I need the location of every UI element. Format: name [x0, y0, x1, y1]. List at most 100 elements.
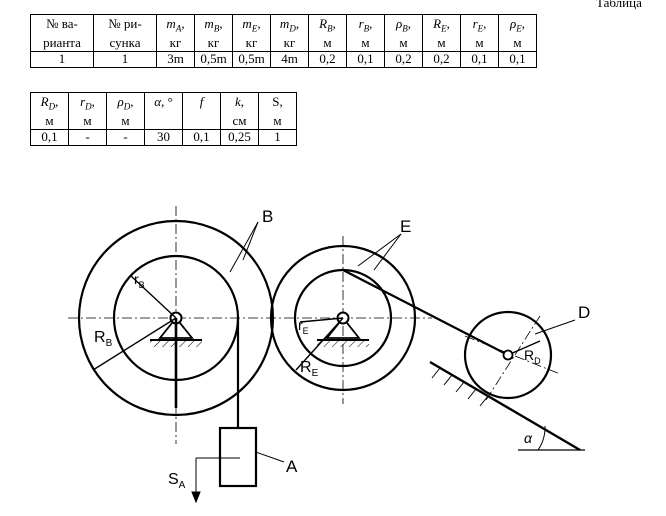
table1-header-cell: mA,: [156, 14, 195, 36]
table1-header-cell: RE,: [422, 14, 461, 36]
header-tail: ,: [130, 94, 134, 109]
label-Rd: RD: [524, 347, 541, 366]
table1-header-cell: № ва-: [30, 14, 94, 36]
table1-value-cell: 0,2: [422, 51, 461, 68]
body-a: [218, 426, 258, 488]
label-Rb: RB: [94, 329, 113, 349]
leader-d: [534, 319, 576, 335]
header-tail: ,: [55, 94, 59, 109]
label-sub: E: [312, 368, 319, 379]
header-symbol: f: [199, 94, 204, 109]
header-text: № ва-: [46, 16, 78, 31]
radius-Rd-line: [507, 340, 541, 356]
leader-b: [242, 221, 259, 261]
leader-e: [357, 233, 402, 267]
displacement-s: [191, 457, 240, 504]
header-tail: ,: [446, 16, 450, 31]
label-sub: E: [303, 326, 309, 336]
header-symbol: R: [433, 16, 442, 31]
incline-line: [429, 360, 581, 452]
label-main: S: [168, 471, 179, 488]
header-symbol: m: [166, 16, 176, 31]
label-Re: RE: [300, 359, 319, 379]
table1-header-row: № ва- № ри- mA, mB, mE, mD, RB, rB, ρB, …: [30, 14, 537, 36]
label-d: D: [578, 303, 590, 322]
header-tail: ,: [332, 16, 336, 31]
label-sub: A: [179, 480, 186, 491]
header-tail: ,: [369, 16, 373, 31]
table2-unit-row: м м м см м: [30, 114, 297, 130]
label-re: rE: [298, 317, 309, 336]
label-main: r: [134, 271, 139, 287]
alpha-arc: [537, 425, 546, 451]
drum-e-outer-circle: [269, 244, 417, 392]
label-alpha: α: [524, 430, 533, 446]
header-subscript: D: [48, 101, 56, 112]
parameters-table-1: № ва- № ри- mA, mB, mE, mD, RB, rB, ρB, …: [30, 14, 537, 68]
table1-header-cell: RB,: [308, 14, 347, 36]
header-subscript: D: [85, 101, 92, 112]
drum-b-radii: [92, 275, 178, 408]
header-symbol: m: [204, 16, 214, 31]
leader-e: [373, 233, 402, 271]
table1-header-cell: mE,: [232, 14, 271, 36]
table1-value-cell: 0,1: [498, 51, 537, 68]
header-tail: ,: [181, 16, 185, 31]
roller-d-axis-line: [485, 315, 541, 401]
incline-hatching: [431, 367, 489, 407]
header-subscript: E: [516, 23, 522, 34]
header-subscript: B: [213, 23, 220, 34]
table1-header-cell: rB,: [346, 14, 385, 36]
header-symbol: r: [358, 16, 364, 31]
header-symbol: m: [242, 16, 252, 31]
header-subscript: E: [441, 23, 447, 34]
label-main: r: [298, 317, 303, 333]
s-arrow-head: [191, 491, 201, 504]
table2-value-cell: 0,1: [182, 129, 221, 146]
header-symbol: k: [234, 94, 241, 109]
header-subscript: A: [175, 23, 182, 34]
table1-header-cell: ρE,: [498, 14, 537, 36]
header-symbol: α: [154, 94, 162, 109]
header-symbol: r: [472, 16, 478, 31]
inclined-plane: [429, 360, 585, 452]
header-tail: ,: [91, 94, 95, 109]
header-symbol: S: [272, 94, 280, 109]
table2-value-cell: 1: [258, 129, 297, 146]
label-b: B: [262, 207, 273, 226]
rope-to-d: [342, 269, 509, 356]
radius-re-line: [299, 317, 344, 323]
label-main: R: [524, 347, 534, 363]
header-subscript: B: [402, 23, 408, 34]
header-symbol: ρ: [510, 16, 517, 31]
drum-b-outer-circle: [77, 219, 275, 417]
table1-value-cell: 4m: [270, 51, 309, 68]
table1-value-cell: 0,1: [460, 51, 499, 68]
table2-value-cell: 0,1: [30, 129, 69, 146]
header-tail: ,: [521, 16, 525, 31]
table1-value-cell: 3m: [156, 51, 195, 68]
label-leaders: [229, 221, 576, 463]
roller-d-axis-line: [464, 335, 561, 375]
table2-header-row: RD, rD, ρD, α, ° f k, S,: [30, 92, 297, 114]
leader-b: [229, 221, 259, 273]
table2-header-cell: S,: [258, 92, 297, 114]
label-sub: D: [534, 356, 541, 366]
table1-value-cell: 0,2: [308, 51, 347, 68]
table1-value-cell: 0,1: [346, 51, 385, 68]
roller-d-radii: [507, 340, 541, 356]
table1-header-cell: mB,: [194, 14, 233, 36]
table2-header-cell: RD,: [30, 92, 69, 114]
table1-header-cell: mD,: [270, 14, 309, 36]
header-symbol: r: [80, 94, 86, 109]
label-e: E: [400, 217, 411, 236]
axle-d: [502, 349, 514, 361]
parameters-table-2: RD, rD, ρD, α, ° f k, S, м м м см м 0,1 …: [30, 92, 297, 146]
label-sa: SA: [168, 471, 186, 491]
header-symbol: ρ: [117, 94, 124, 109]
ropes: [236, 269, 509, 430]
header-subscript: D: [123, 101, 131, 112]
roller-d: [463, 310, 553, 400]
table2-value-row: 0,1 - - 30 0,1 0,25 1: [30, 129, 297, 146]
